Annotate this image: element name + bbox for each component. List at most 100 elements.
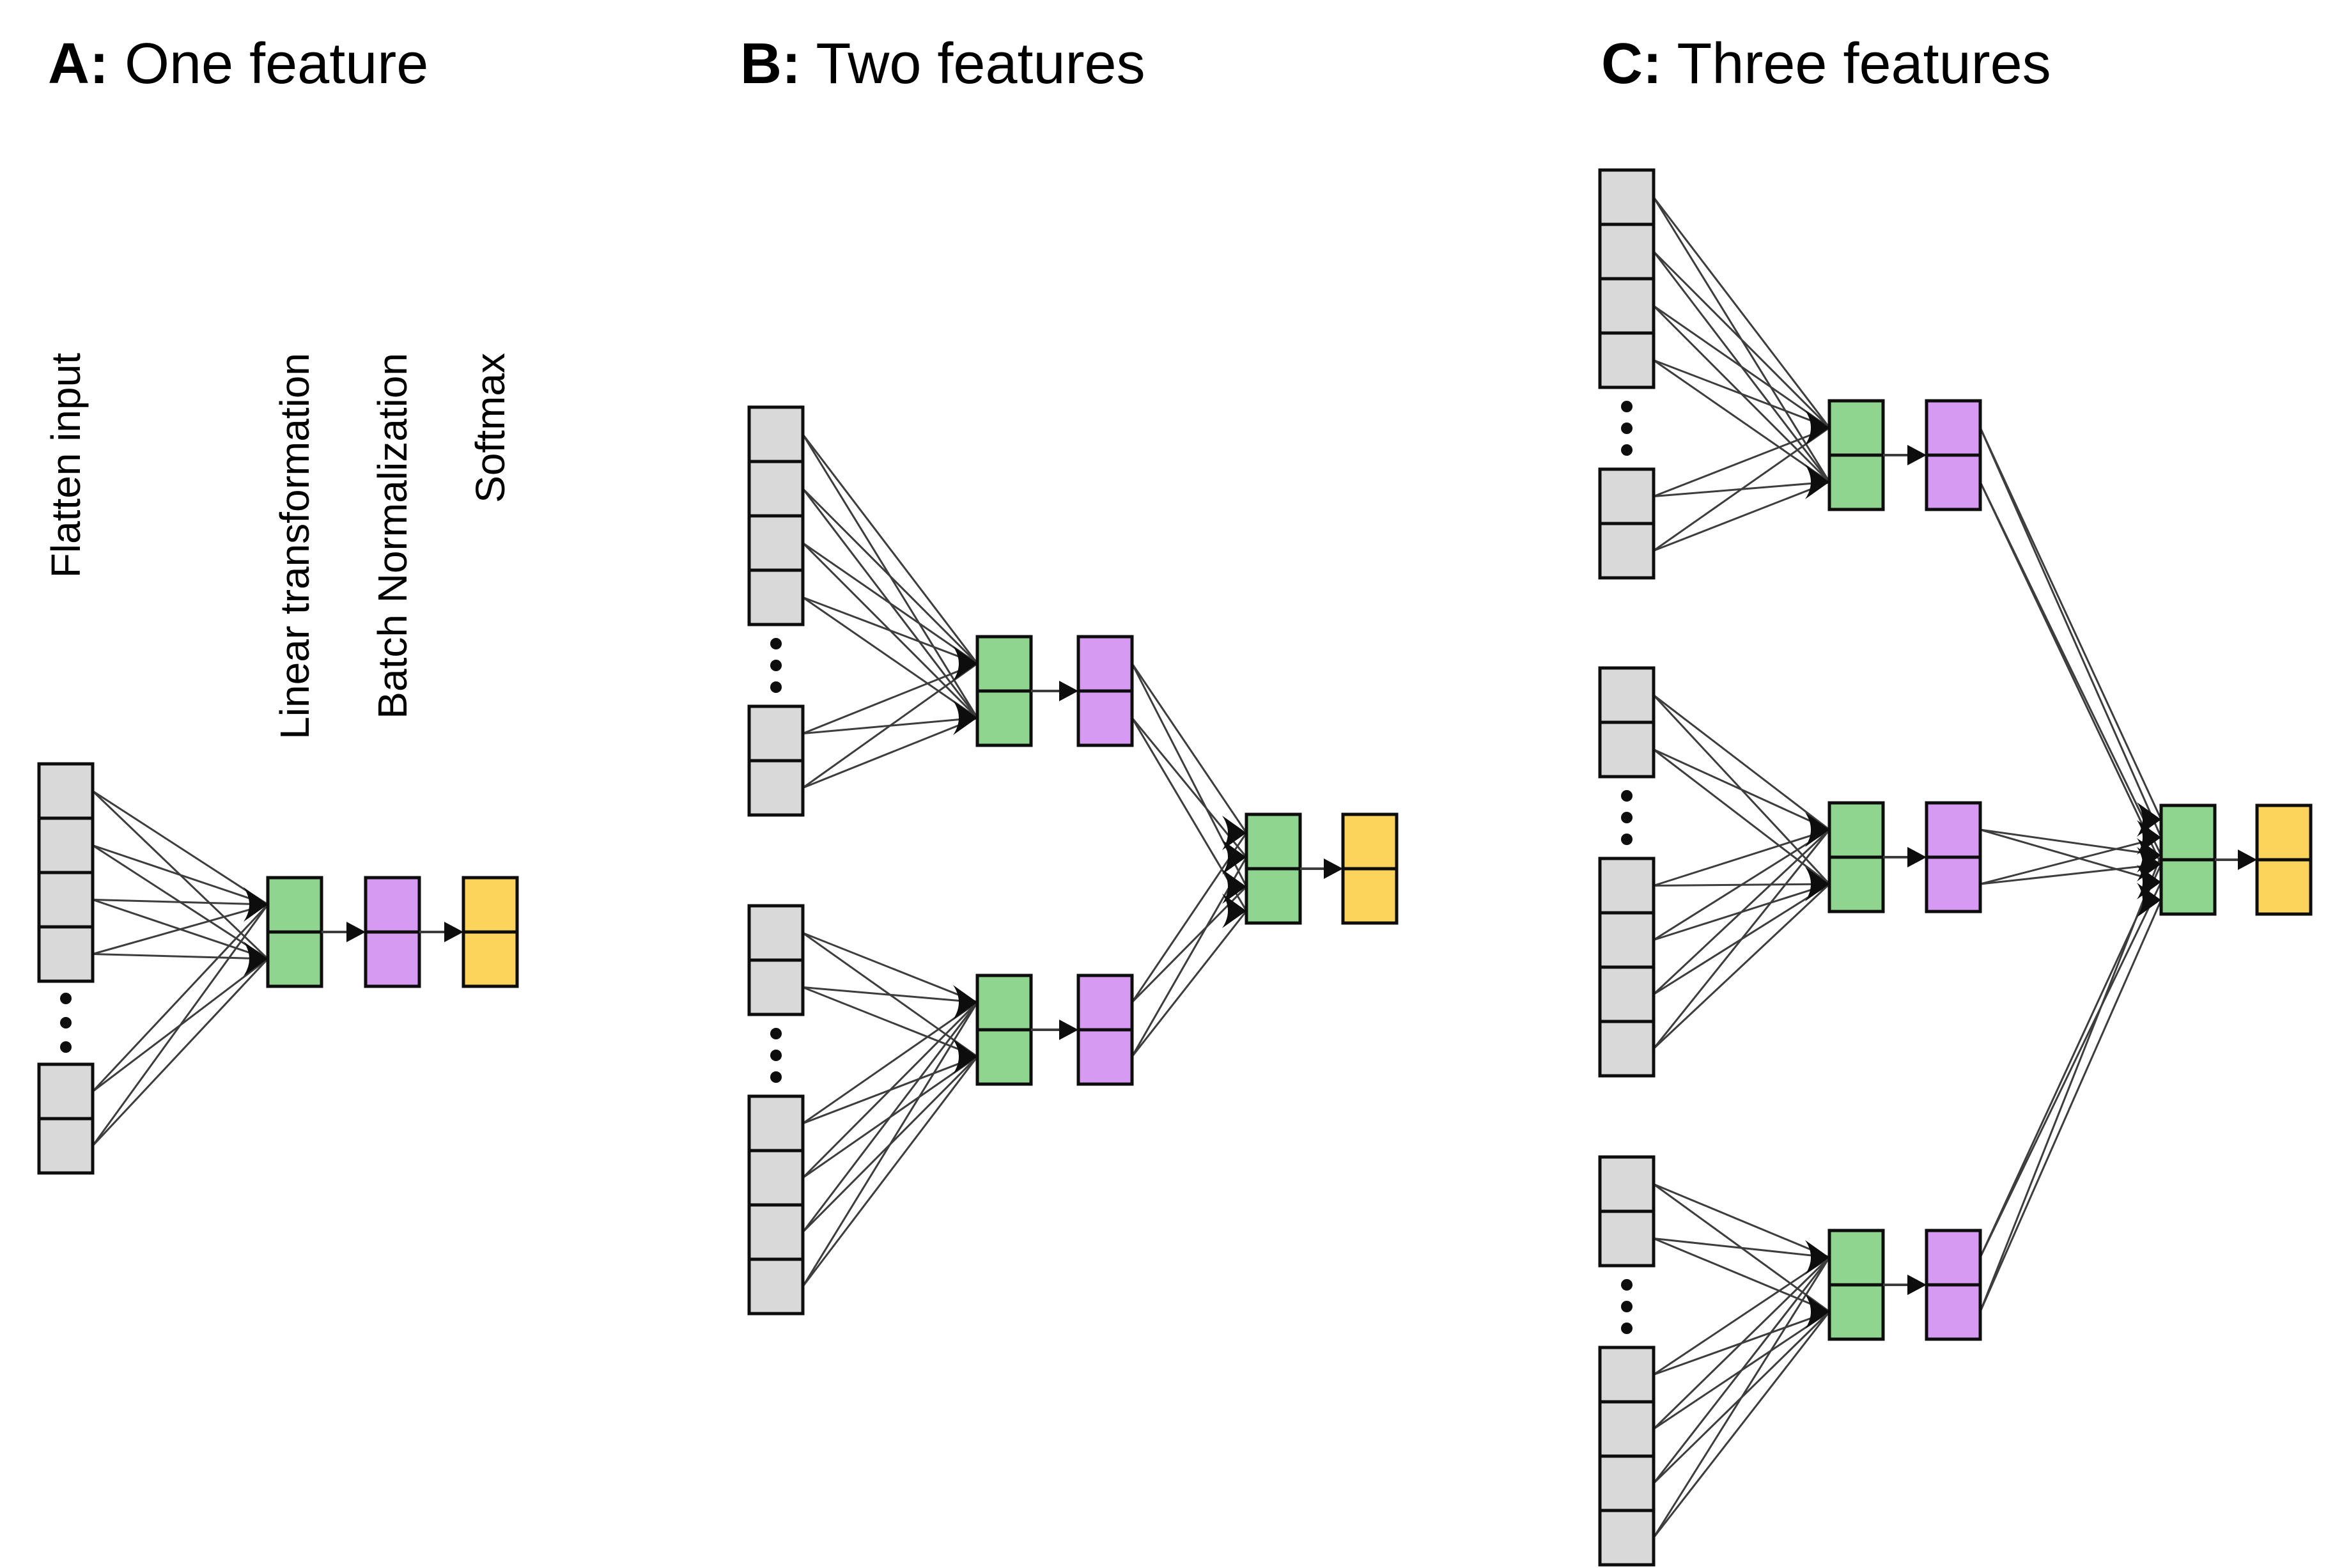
ellipsis-dot [770,660,782,671]
linear-cell [975,974,1033,1032]
fan-line [1653,426,1830,497]
ellipsis-dot [1621,423,1633,434]
fan-line [1653,749,1830,885]
batchnorm-cell [364,876,421,934]
linear-cell [975,689,1033,747]
fan-line [802,1001,979,1179]
bundle-line [1979,855,2162,1312]
stage-label: Softmax [467,353,513,503]
linear-C-bottom-block [1827,1229,1885,1341]
linear-cell [1245,812,1302,871]
stage-label: Flatten input [43,353,89,578]
fan-line [802,986,978,1058]
input-cell [747,514,805,572]
input-A-stack [37,762,95,1175]
batchnorm-B-upper-block [1076,635,1134,747]
linear-C-final-block [2159,803,2217,916]
input-B-upper-stack [747,405,805,817]
fan-line [1653,481,1830,552]
linear-cell [1827,801,1885,859]
linear-cell [975,635,1033,693]
fan-line [1653,426,1830,552]
input-C-middle-stack [1598,666,1656,1078]
linear-cell [1827,1283,1885,1341]
input-cell [1598,1346,1656,1404]
fan-line [802,596,978,719]
input-cell [37,762,95,820]
convergence-arrowhead-icon [1222,894,1246,928]
flow-arrow-icon [1883,445,1927,465]
input-cell [747,460,805,518]
connection-lines [91,196,2162,1539]
softmax-cell [462,876,519,934]
softmax-cell [1341,812,1399,871]
input-cell [747,958,805,1016]
fan-line [1653,1183,1830,1259]
ellipsis-dot [1621,401,1633,412]
input-cell [747,1149,805,1207]
input-cell [747,568,805,626]
fan-line [802,1002,979,1233]
ellipsis-dot [1621,812,1633,823]
input-cell [747,704,805,763]
fan-line [1653,1238,1830,1313]
softmax-A-block [462,876,519,988]
linear-cell [1827,453,1885,511]
fan-line [91,958,269,1147]
bundle-line [1979,899,2162,1312]
batchnorm-cell [364,930,421,988]
fan-line [1652,1311,1831,1539]
convergence-arrowhead-icon [953,646,977,681]
batchnorm-cell [1925,1229,1982,1287]
input-cell [747,904,805,962]
flow-arrow-icon [1883,1275,1927,1295]
fan-line [802,542,978,665]
bundle-line [1131,857,1248,1057]
bundle-line [1131,910,1248,1057]
fan-line [1653,305,1830,429]
fan-line [1653,359,1830,483]
input-cell [1598,666,1656,724]
flow-arrow-icon [419,922,463,942]
convergence-arrowhead-icon [1805,1240,1829,1275]
linear-A-block [266,876,323,988]
bundle-line [1979,427,2162,838]
fan-line [1652,1256,1831,1430]
ellipsis-dot [1621,834,1633,845]
fan-line [802,1001,978,1124]
fan-line [1653,828,1830,941]
fan-line [1653,694,1830,831]
ellipsis-dot [1621,1301,1633,1312]
ellipsis-dot [60,1041,72,1053]
fan-line [92,953,268,960]
ellipsis-dot [770,1028,782,1039]
input-cell [1598,965,1656,1023]
ellipsis-dot [1621,1323,1633,1334]
batchnorm-cell [1925,1283,1982,1341]
input-C-top-stack [1598,168,1656,580]
linear-cell [1827,399,1885,457]
input-cell [1598,522,1656,580]
softmax-cell [2255,803,2313,862]
fan-line [802,433,979,664]
batchnorm-cell [1925,801,1982,859]
bundle-line [1131,663,1248,834]
input-cell [747,1094,805,1153]
input-cell [747,405,805,463]
batchnorm-C-middle-block [1925,801,1982,913]
fan-line [1652,883,1831,1050]
linear-C-top-block [1827,399,1885,511]
linear-cell [266,930,323,988]
fan-line [91,904,269,1147]
fan-line [92,899,268,906]
batchnorm-C-bottom-block [1925,1229,1982,1341]
linear-B-final-block [1245,812,1302,925]
input-C-bottom-stack [1598,1155,1656,1567]
fan-line [802,662,978,789]
convergence-arrowhead-icon [244,942,268,976]
input-cell [1598,1454,1656,1512]
input-cell [37,871,95,929]
flow-arrow-icon [322,922,366,942]
